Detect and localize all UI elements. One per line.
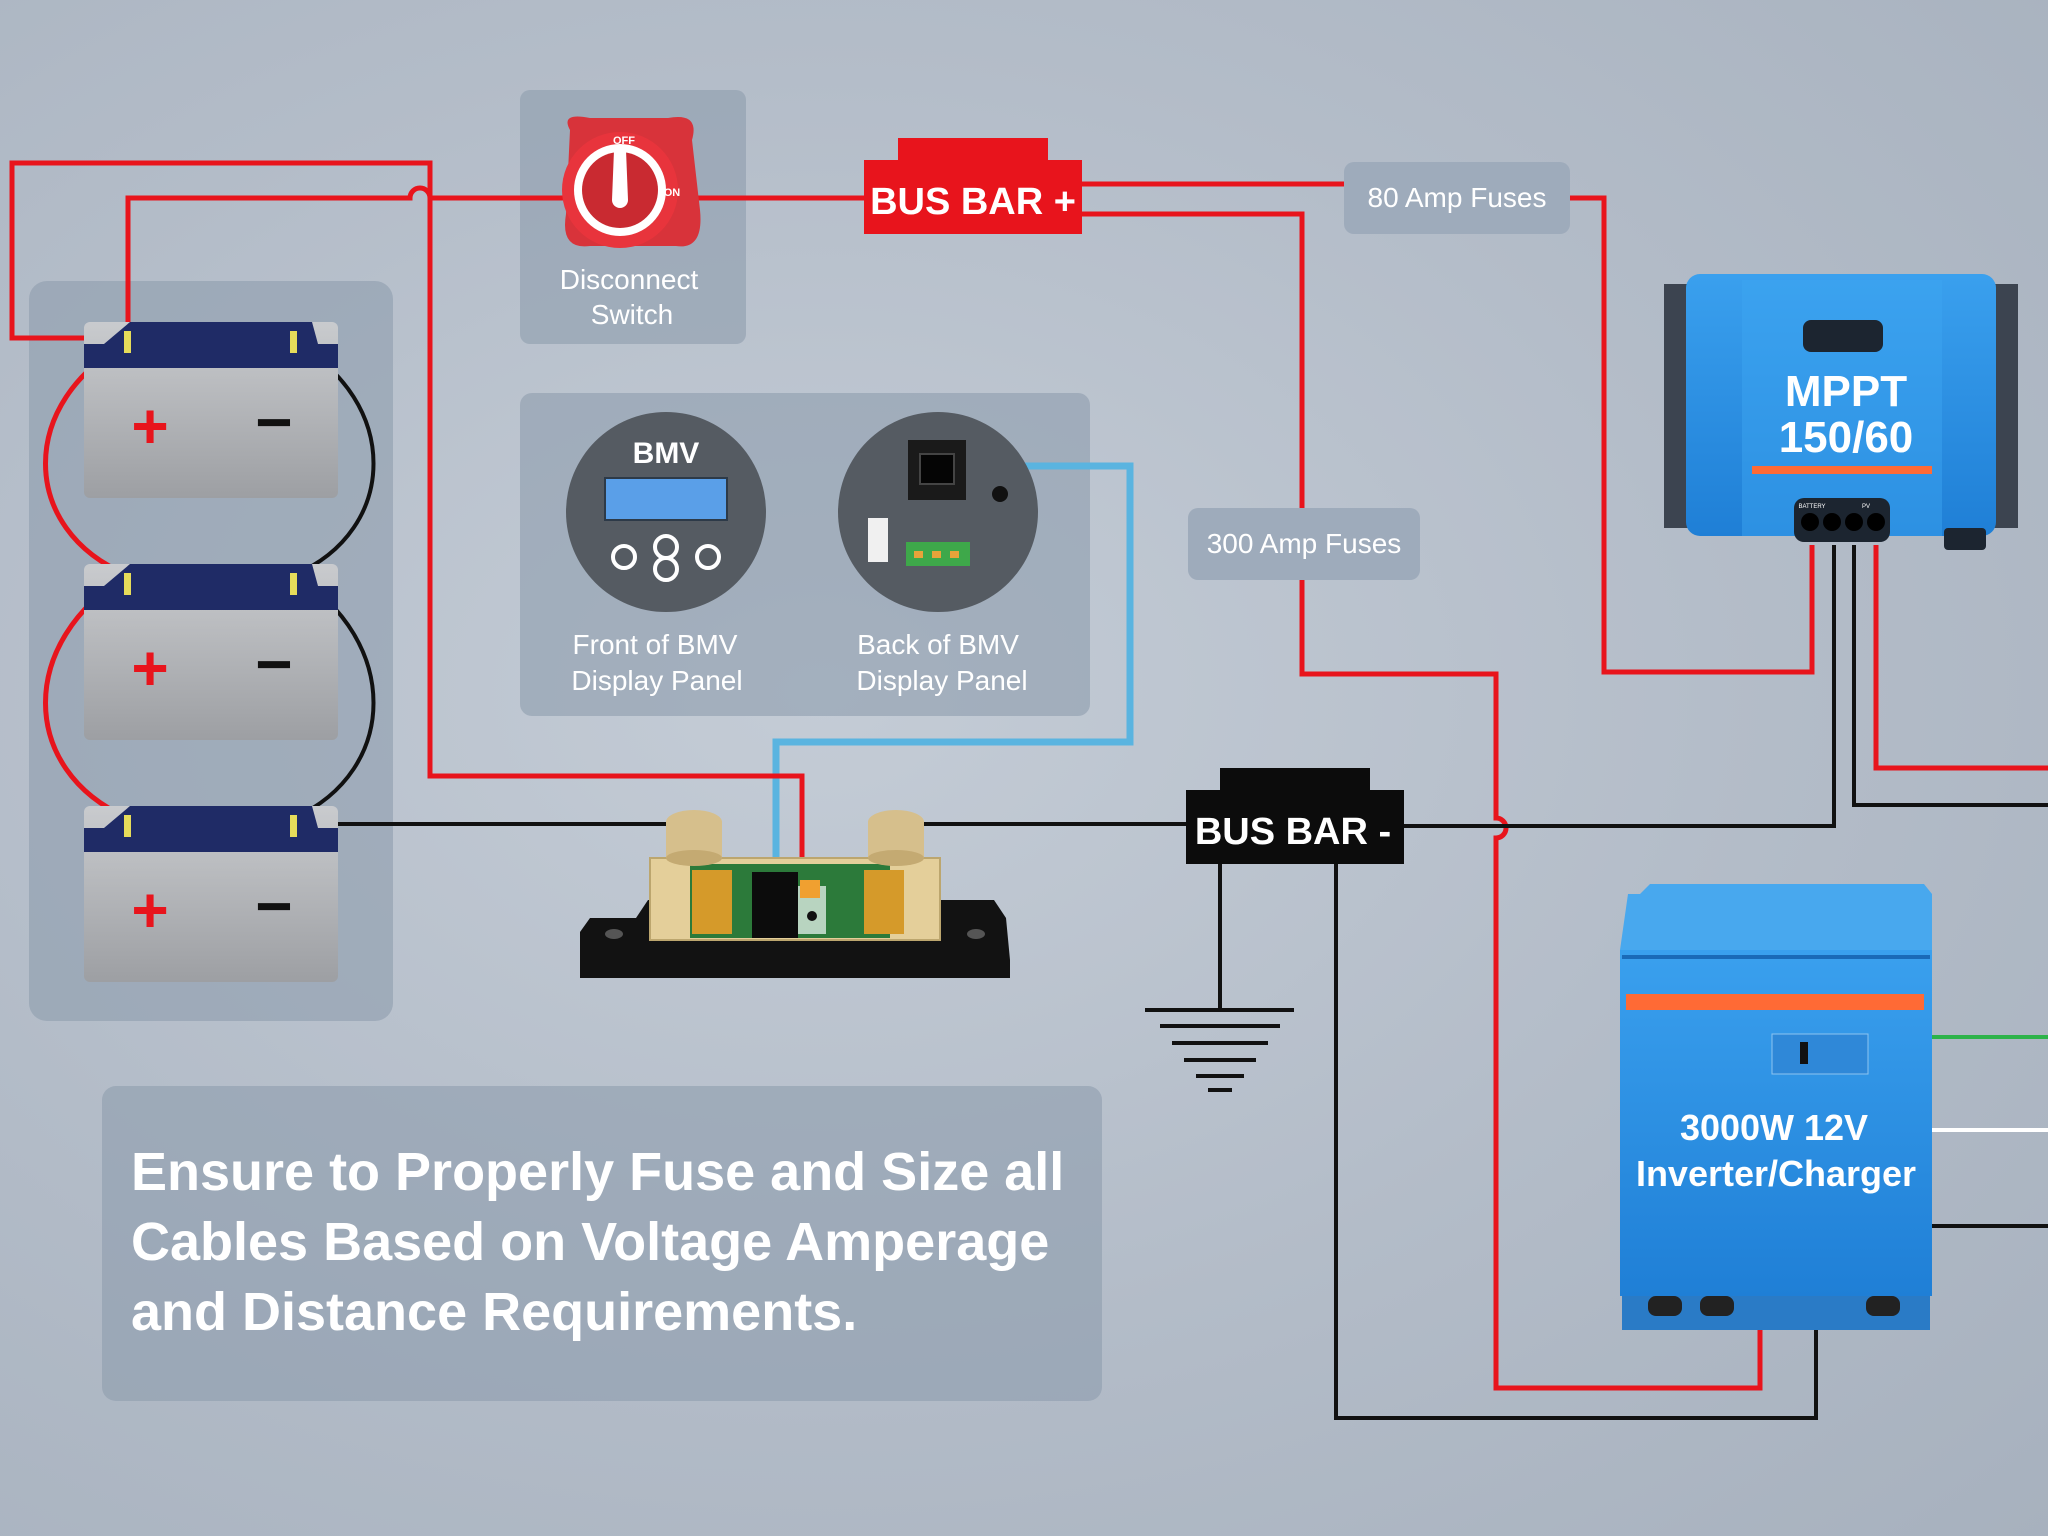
- negative-wires: [292, 341, 2048, 1420]
- bmv-back-label-line2: Display Panel: [856, 665, 1027, 696]
- bmv-front-label-line2: Display Panel: [571, 665, 742, 696]
- battery-3-minus: −: [255, 870, 292, 942]
- fuse-80-badge: 80 Amp Fuses: [1344, 162, 1570, 234]
- mppt-charge-controller: BATTERY PV MPPT 150/60: [1664, 274, 2018, 550]
- bus-bar-negative-label: BUS BAR -: [1195, 811, 1391, 853]
- battery-2-plus: +: [131, 632, 168, 704]
- bmv-title: BMV: [633, 437, 700, 470]
- note-line-3: and Distance Requirements.: [131, 1282, 857, 1342]
- battery-2: [84, 564, 338, 740]
- inverter-charger: 3000W 12V Inverter/Charger: [1620, 884, 1932, 1330]
- disconnect-label-line1: Disconnect: [560, 264, 699, 295]
- battery-1-plus: +: [131, 390, 168, 462]
- fuse-300-label: 300 Amp Fuses: [1207, 528, 1402, 559]
- disconnect-switch-icon: OFF ON: [562, 116, 701, 248]
- battery-3-plus: +: [131, 874, 168, 946]
- mppt-label-line1: MPPT: [1785, 367, 1907, 416]
- note-line-2: Cables Based on Voltage Amperage: [131, 1212, 1049, 1272]
- switch-off-label: OFF: [613, 135, 635, 147]
- battery-1: [84, 322, 338, 498]
- battery-1-minus: −: [255, 386, 292, 458]
- bmv-front-icon: BMV: [566, 412, 766, 612]
- ground-icon: [1145, 1008, 1294, 1092]
- note-panel: [102, 1086, 1102, 1401]
- switch-on-label: ON: [664, 187, 681, 199]
- bmv-cable: [772, 462, 1134, 880]
- bmv-back-label-line1: Back of BMV: [857, 629, 1019, 660]
- mppt-battery-port-label: BATTERY: [1798, 504, 1825, 510]
- mppt-pv-port-label: PV: [1862, 504, 1870, 510]
- bus-bar-positive: BUS BAR +: [864, 138, 1082, 234]
- battery-3: [84, 806, 338, 982]
- bmv-front-label-line1: Front of BMV: [573, 629, 738, 660]
- battery-2-minus: −: [255, 628, 292, 700]
- bmv-back-icon: [838, 412, 1038, 612]
- fuse-80-label: 80 Amp Fuses: [1368, 182, 1547, 213]
- fuse-300-badge: 300 Amp Fuses: [1188, 508, 1420, 580]
- note-line-1: Ensure to Properly Fuse and Size all: [131, 1142, 1064, 1202]
- shunt-icon: [580, 810, 1010, 978]
- inverter-label-line2: Inverter/Charger: [1636, 1153, 1916, 1194]
- mppt-label-line2: 150/60: [1779, 413, 1914, 462]
- bus-bar-positive-label: BUS BAR +: [870, 181, 1076, 223]
- disconnect-label-line2: Switch: [591, 299, 673, 330]
- inverter-label-line1: 3000W 12V: [1680, 1107, 1868, 1148]
- bus-bar-negative: BUS BAR -: [1186, 768, 1404, 864]
